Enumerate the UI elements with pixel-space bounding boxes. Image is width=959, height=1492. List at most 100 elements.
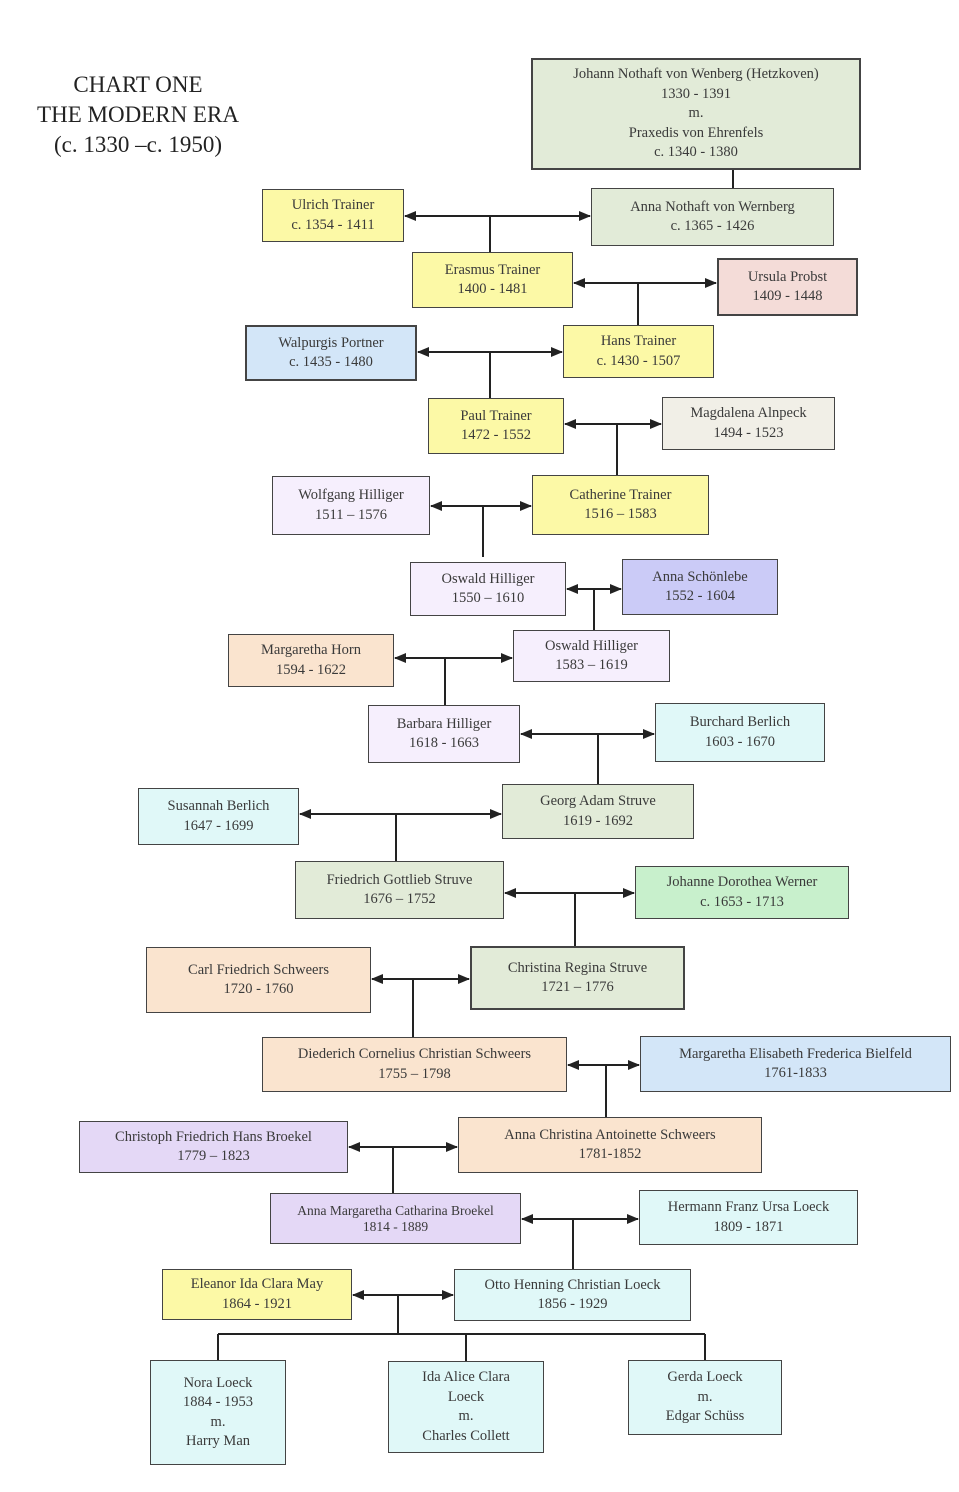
- person-text-burchard-1: 1603 - 1670: [704, 733, 776, 750]
- person-text-georg-1: 1619 - 1692: [562, 812, 634, 829]
- person-text-barbara-1: 1618 - 1663: [408, 735, 480, 751]
- person-box-johann: Johann Nothaft von Wenberg (Hetzkoven)13…: [531, 58, 861, 170]
- person-text-hans-1: c. 1430 - 1507: [596, 352, 681, 369]
- person-text-walpurgis-1: c. 1435 - 1480: [289, 354, 373, 370]
- person-box-ulrich: Ulrich Trainer c. 1354 - 1411: [262, 189, 404, 242]
- person-text-johann-0: Johann Nothaft von Wenberg (Hetzkoven): [573, 66, 819, 83]
- chart-title: CHART ONE THE MODERN ERA (c. 1330 –c. 19…: [8, 70, 268, 160]
- person-text-gerda-0: Gerda Loeck: [667, 1369, 743, 1386]
- person-box-barbara: Barbara Hilliger 1618 - 1663: [368, 705, 520, 763]
- person-text-eleanor-0: Eleanor Ida Clara May: [190, 1276, 324, 1292]
- person-text-anna-schonlebe-1: 1552 - 1604: [664, 588, 736, 604]
- person-box-magdalena: Magdalena Alnpeck 1494 - 1523: [662, 397, 835, 450]
- person-box-christina: Christina Regina Struve 1721 – 1776: [470, 946, 685, 1010]
- person-text-ulrich-1: c. 1354 - 1411: [291, 216, 375, 233]
- person-box-susannah: Susannah Berlich 1647 - 1699: [138, 788, 299, 845]
- person-text-catherine-0: Catherine Trainer: [569, 486, 672, 503]
- person-box-carl: Carl Friedrich Schweers 1720 - 1760: [146, 947, 371, 1013]
- person-box-erasmus: Erasmus Trainer 1400 - 1481: [412, 252, 573, 308]
- person-text-paul-0: Paul Trainer: [460, 407, 532, 424]
- person-text-johanne-0: Johanne Dorothea Werner: [666, 874, 818, 890]
- person-box-eleanor: Eleanor Ida Clara May 1864 - 1921: [162, 1269, 352, 1320]
- person-text-magdalena-1: 1494 - 1523: [713, 424, 784, 441]
- person-text-catherine-1: 1516 – 1583: [584, 506, 657, 522]
- person-text-burchard-0: Burchard Berlich: [689, 714, 791, 730]
- person-text-johann-3: Praxedis von Ehrenfels: [628, 124, 764, 141]
- person-box-oswald-1550: Oswald Hilliger 1550 – 1610: [410, 562, 566, 616]
- person-text-walpurgis-0: Walpurgis Portner: [278, 334, 384, 351]
- person-text-eleanor-1: 1864 - 1921: [221, 1295, 293, 1312]
- person-text-ursula-0: Ursula Probst: [747, 268, 828, 285]
- person-text-wolfgang-1: 1511 – 1576: [315, 506, 387, 523]
- person-text-hermann-0: Hermann Franz Ursa Loeck: [667, 1199, 830, 1215]
- person-text-susannah-1: 1647 - 1699: [183, 817, 254, 834]
- person-text-hermann-1: 1809 - 1871: [713, 1218, 784, 1235]
- person-text-anna-christina-0: Anna Christina Antoinette Schweers: [504, 1126, 716, 1143]
- person-text-margaretha-bielfeld-1: 1761-1833: [764, 1065, 827, 1081]
- person-text-nora-3: Harry Man: [185, 1433, 251, 1449]
- person-box-burchard: Burchard Berlich 1603 - 1670: [655, 703, 825, 762]
- person-text-susannah-0: Susannah Berlich: [167, 798, 270, 814]
- person-text-nora-2: m.: [210, 1413, 226, 1430]
- person-text-ida-3: Charles Collett: [422, 1427, 510, 1444]
- person-text-christina-0: Christina Regina Struve: [507, 959, 648, 976]
- person-box-anna-christina: Anna Christina Antoinette Schweers 1781-1…: [458, 1117, 762, 1173]
- person-text-ursula-1: 1409 - 1448: [752, 288, 823, 304]
- person-box-friedrich: Friedrich Gottlieb Struve 1676 – 1752: [295, 861, 504, 919]
- chart-title-line-3: (c. 1330 –c. 1950): [54, 132, 222, 157]
- person-text-georg-0: Georg Adam Struve: [540, 793, 656, 809]
- person-box-anna-schonlebe: Anna Schönlebe 1552 - 1604: [622, 559, 778, 615]
- person-box-margaretha-bielfeld: Margaretha Elisabeth Frederica Bielfeld 1…: [640, 1036, 951, 1092]
- person-text-ulrich-0: Ulrich Trainer: [291, 197, 375, 213]
- person-box-hermann: Hermann Franz Ursa Loeck 1809 - 1871: [639, 1190, 858, 1245]
- person-text-ida-0: Ida Alice Clara: [422, 1369, 510, 1385]
- person-text-ida-1: Loeck: [447, 1388, 485, 1405]
- person-text-margaretha-bielfeld-0: Margaretha Elisabeth Frederica Bielfeld: [679, 1045, 912, 1062]
- person-text-magdalena-0: Magdalena Alnpeck: [690, 405, 807, 421]
- person-text-johanne-1: c. 1653 - 1713: [700, 893, 784, 910]
- person-text-anna-schonlebe-0: Anna Schönlebe: [652, 568, 748, 585]
- person-box-walpurgis: Walpurgis Portner c. 1435 - 1480: [245, 325, 417, 381]
- person-text-nora-0: Nora Loeck: [183, 1374, 253, 1391]
- chart-title-line-1: CHART ONE: [73, 72, 203, 97]
- person-text-erasmus-0: Erasmus Trainer: [444, 261, 541, 278]
- person-text-oswald-1550-0: Oswald Hilliger: [441, 570, 535, 587]
- person-text-christina-1: 1721 – 1776: [541, 979, 614, 995]
- person-text-gerda-1: m.: [697, 1388, 713, 1405]
- person-text-carl-1: 1720 - 1760: [223, 981, 294, 997]
- person-box-georg: Georg Adam Struve 1619 - 1692: [502, 784, 694, 839]
- person-text-friedrich-0: Friedrich Gottlieb Struve: [326, 871, 473, 888]
- person-text-otto-1: 1856 - 1929: [537, 1296, 608, 1312]
- person-text-friedrich-1: 1676 – 1752: [363, 891, 436, 907]
- person-box-johanne: Johanne Dorothea Werner c. 1653 - 1713: [635, 866, 849, 919]
- person-box-catherine: Catherine Trainer 1516 – 1583: [532, 475, 709, 535]
- person-text-anna-margaretha-1: 1814 - 1889: [362, 1218, 429, 1234]
- person-text-anna-nothaft-1: c. 1365 - 1426: [670, 218, 755, 234]
- person-text-johann-2: m.: [688, 105, 704, 122]
- person-text-christoph-1: 1779 – 1823: [177, 1148, 250, 1164]
- person-box-christoph: Christoph Friedrich Hans Broekel 1779 – 1…: [79, 1121, 348, 1173]
- person-text-oswald-1583-0: Oswald Hilliger: [544, 637, 639, 654]
- person-text-ida-2: m.: [458, 1408, 474, 1424]
- person-text-carl-0: Carl Friedrich Schweers: [188, 961, 329, 978]
- person-text-anna-margaretha-0: Anna Margaretha Catharina Broekel: [297, 1202, 494, 1218]
- person-text-paul-1: 1472 - 1552: [460, 427, 532, 443]
- person-text-diederich-1: 1755 – 1798: [378, 1065, 451, 1082]
- person-box-paul: Paul Trainer 1472 - 1552: [428, 398, 564, 454]
- person-text-oswald-1550-1: 1550 – 1610: [451, 590, 525, 606]
- person-text-christoph-0: Christoph Friedrich Hans Broekel: [115, 1128, 312, 1145]
- person-text-barbara-0: Barbara Hilliger: [396, 715, 492, 732]
- person-text-anna-christina-1: 1781-1852: [578, 1146, 642, 1162]
- person-text-erasmus-1: 1400 - 1481: [457, 281, 528, 297]
